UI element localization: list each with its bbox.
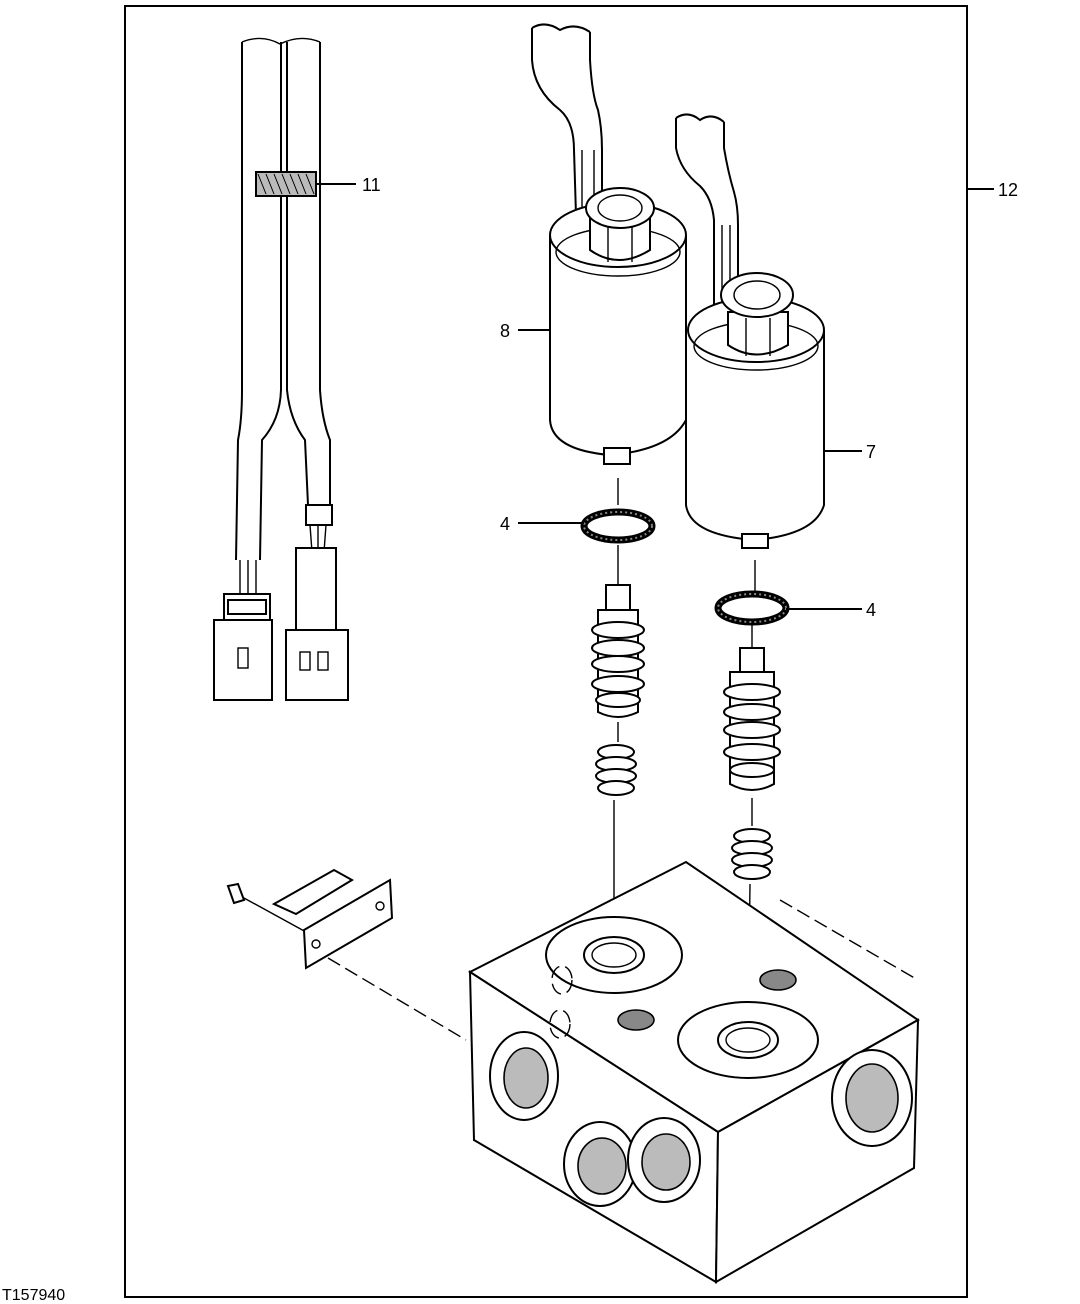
spring-right [731,798,773,1041]
callout-leaders [316,183,994,610]
callout-8: 8 [500,321,510,341]
spring-left [595,722,637,960]
solenoid-7 [675,113,825,592]
connector-right [285,504,349,701]
callout-4-left: 4 [500,514,510,534]
solenoid-8 [531,23,687,505]
spool-left [591,545,645,718]
o-ring-right [714,590,790,626]
spool-right [723,625,781,791]
figure-id: T157940 [2,1287,65,1304]
valve-block [467,860,920,1284]
callout-12: 12 [998,180,1018,200]
cable-tie [255,171,317,197]
nameplate [226,868,467,1041]
callout-7: 7 [866,442,876,462]
callout-4-right: 4 [866,600,876,620]
callout-11: 11 [362,175,381,195]
diagram-border [124,5,968,1298]
o-ring-left [580,508,656,544]
connector-left [213,560,273,701]
wiring-harness [213,37,349,701]
